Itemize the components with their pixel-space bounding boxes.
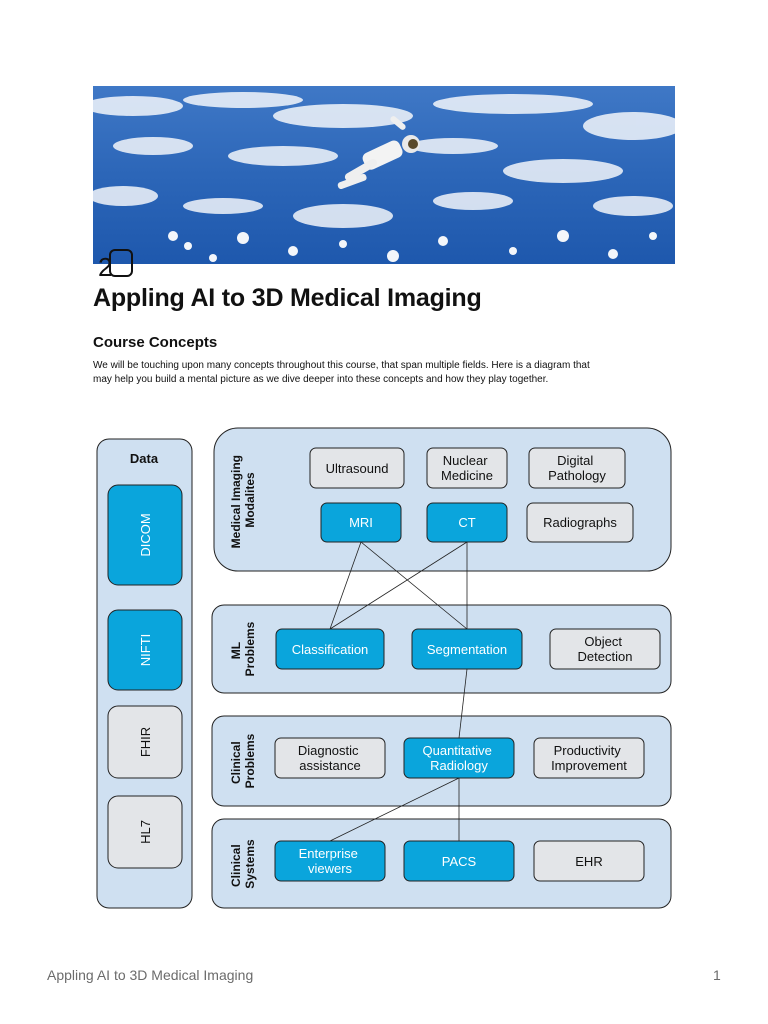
clinical-systems-label: Clinical Systems: [229, 839, 257, 889]
node-pacs-label: PACS: [442, 854, 477, 869]
footer-doc-title: Appling AI to 3D Medical Imaging: [47, 967, 253, 983]
node-ct-label: CT: [458, 515, 475, 530]
node-radiographs-label: Radiographs: [543, 515, 617, 530]
node-segmentation-label: Segmentation: [427, 642, 507, 657]
node-ultrasound-label: Ultrasound: [326, 461, 389, 476]
banner-image: [93, 86, 675, 264]
data-item-hl7-label: HL7: [138, 820, 153, 844]
data-item-dicom-label: DICOM: [138, 513, 153, 556]
node-mri-label: MRI: [349, 515, 373, 530]
intro-line-1: We will be touching upon many concepts t…: [93, 360, 590, 371]
concept-diagram: Data DICOM NIFTI FHIR HL7 Medical Imagin…: [90, 420, 680, 920]
node-productivity-improvement-label: Productivity Improvement: [551, 743, 627, 773]
data-title: Data: [130, 451, 159, 466]
node-nuclear-medicine-label: Nuclear Medicine: [441, 453, 493, 483]
intro-line-2: may help you build a mental picture as w…: [93, 374, 548, 385]
clinical-problems-label: Clinical Problems: [229, 733, 257, 788]
node-diagnostic-assistance-label: Diagnostic assistance: [298, 743, 362, 773]
node-quantitative-radiology-label: Quantitative Radiology: [423, 743, 496, 773]
node-enterprise-viewers-label: Enterprise viewers: [299, 846, 362, 876]
data-item-nifti-label: NIFTI: [138, 634, 153, 667]
node-object-detection-label: Object Detection: [578, 634, 633, 664]
data-item-fhir-label: FHIR: [138, 727, 153, 757]
intro-paragraph: We will be touching upon many concepts t…: [93, 359, 683, 387]
node-ehr-label: EHR: [575, 854, 602, 869]
page-title: Appling AI to 3D Medical Imaging: [93, 284, 482, 313]
footer-page-number: 1: [713, 967, 721, 983]
page-icon: 2: [96, 246, 136, 285]
node-classification-label: Classification: [292, 642, 369, 657]
section-heading: Course Concepts: [93, 334, 217, 351]
